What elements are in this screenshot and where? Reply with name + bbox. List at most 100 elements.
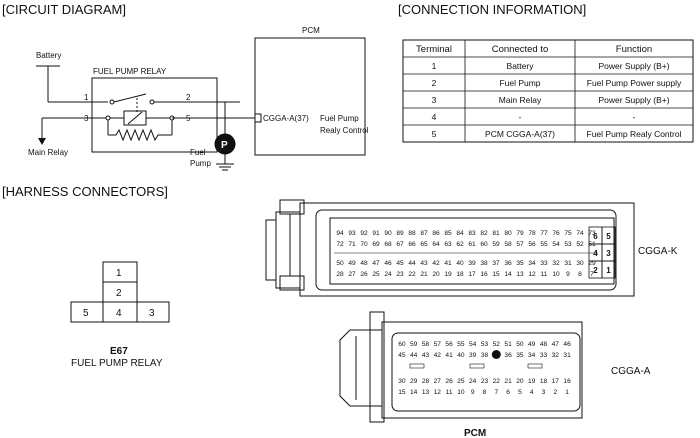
relay-connector-pin-2: 2 [116, 288, 122, 299]
cgga-a-pin: 23 [481, 378, 489, 385]
relay-connector-pin-4: 4 [116, 308, 122, 319]
cgga-k-pin: 80 [504, 230, 512, 237]
cgga-k-pin: 38 [480, 260, 488, 267]
cgga-k-pin: 61 [468, 241, 476, 248]
relay-title: FUEL PUMP RELAY [93, 67, 167, 76]
cgga-k-pin: 72 [336, 241, 344, 248]
table-cell: - [633, 112, 636, 122]
cgga-a-pin: 44 [410, 352, 418, 359]
cgga-a-pin: 26 [445, 378, 453, 385]
cgga-a-pin: 51 [504, 341, 512, 348]
cgga-k-pin: 30 [576, 260, 584, 267]
table-header-cell: Terminal [416, 44, 452, 55]
cgga-a-pin: 54 [469, 341, 477, 348]
cgga-k-pin: 79 [516, 230, 524, 237]
cgga-a-highlight-pin [491, 350, 501, 359]
cgga-k-side-pin: 3 [606, 249, 611, 258]
cgga-k-pin: 74 [576, 230, 584, 237]
cgga-k-pin: 34 [528, 260, 536, 267]
cgga-a-pin: 35 [516, 352, 524, 359]
cgga-a-pin: 14 [410, 389, 418, 396]
cgga-k-pin: 69 [372, 241, 380, 248]
cgga-k-pin: 60 [480, 241, 488, 248]
cgga-k-pin: 76 [552, 230, 560, 237]
cgga-a-pin: 38 [481, 352, 489, 359]
cgga-k-pin: 49 [348, 260, 356, 267]
cgga-k-pin: 10 [552, 271, 560, 278]
cgga-k-pin: 82 [480, 230, 488, 237]
cgga-a-connector [339, 311, 583, 423]
table-header-cell: Function [616, 44, 652, 55]
pcm-func-line2: Realy Control [320, 126, 369, 135]
cgga-a-pin: 60 [398, 341, 406, 348]
cgga-a-pin: 7 [494, 389, 498, 396]
cgga-k-pin: 48 [360, 260, 368, 267]
cgga-k-pin: 15 [492, 271, 500, 278]
cgga-a-pin: 2 [553, 389, 557, 396]
cgga-k-pin: 47 [372, 260, 380, 267]
cgga-a-pin: 55 [457, 341, 465, 348]
table-cell: Fuel Pump Power supply [587, 78, 682, 88]
cgga-a-pin: 37 [493, 352, 501, 359]
cgga-k-pin: 65 [420, 241, 428, 248]
cgga-k-pin: 20 [432, 271, 440, 278]
cgga-k-pin: 58 [504, 241, 512, 248]
cgga-a-pin: 9 [471, 389, 475, 396]
cgga-a-pin: 57 [434, 341, 442, 348]
table-cell: 2 [432, 78, 437, 88]
cgga-k-pin: 42 [432, 260, 440, 267]
cgga-k-pin: 8 [578, 271, 582, 278]
fuel-pump-relay-box [91, 77, 218, 153]
table-cell: 1 [432, 61, 437, 71]
cgga-a-pin: 6 [506, 389, 510, 396]
pcm-pin-label: CGGA-A(37) [263, 114, 309, 123]
cgga-k-pin: 55 [540, 241, 548, 248]
cgga-k-pin: 50 [336, 260, 344, 267]
cgga-a-pin: 45 [398, 352, 406, 359]
cgga-k-pin: 44 [408, 260, 416, 267]
main-relay-label: Main Relay [28, 148, 68, 157]
cgga-a-pin: 3 [542, 389, 546, 396]
pump-label: Pump [190, 159, 211, 168]
pcm-func-line1: Fuel Pump [320, 114, 359, 123]
cgga-a-pin: 18 [540, 378, 548, 385]
cgga-a-pin: 42 [434, 352, 442, 359]
pcm-caption: PCM [464, 428, 486, 438]
table-cell: Power Supply (B+) [598, 95, 669, 105]
cgga-a-pin: 48 [540, 341, 548, 348]
relay-pin-1: 1 [84, 93, 89, 102]
cgga-a-pin: 28 [422, 378, 430, 385]
cgga-k-pin: 24 [384, 271, 392, 278]
cgga-k-pin: 62 [456, 241, 464, 248]
cgga-k-pin: 19 [444, 271, 452, 278]
cgga-k-pin: 31 [564, 260, 572, 267]
cgga-a-pin: 56 [445, 341, 453, 348]
table-cell: Fuel Pump [499, 78, 540, 88]
table-cell: 3 [432, 95, 437, 105]
cgga-k-pin: 21 [420, 271, 428, 278]
cgga-k-pin: 88 [408, 230, 416, 237]
cgga-k-pin: 57 [516, 241, 524, 248]
cgga-k-pin: 28 [336, 271, 344, 278]
cgga-k-pin: 78 [528, 230, 536, 237]
cgga-k-pin: 92 [360, 230, 368, 237]
cgga-k-pin: 35 [516, 260, 524, 267]
cgga-k-pin: 59 [492, 241, 500, 248]
pump-symbol-letter: P [221, 140, 228, 151]
cgga-k-pin: 32 [552, 260, 560, 267]
cgga-a-pin: 5 [518, 389, 522, 396]
cgga-k-side-pin: 2 [593, 266, 598, 275]
cgga-k-pin: 53 [564, 241, 572, 248]
pcm-title: PCM [302, 26, 320, 35]
cgga-k-pin: 27 [348, 271, 356, 278]
cgga-k-pin: 23 [396, 271, 404, 278]
table-cell: - [519, 112, 522, 122]
cgga-a-pin: 52 [493, 341, 501, 348]
table-cell: Main Relay [499, 95, 542, 105]
circuit-diagram [36, 37, 366, 171]
cgga-a-pin: 59 [410, 341, 418, 348]
cgga-k-pin: 39 [468, 260, 476, 267]
cgga-a-pin: 40 [457, 352, 465, 359]
cgga-a-pin: 58 [422, 341, 430, 348]
